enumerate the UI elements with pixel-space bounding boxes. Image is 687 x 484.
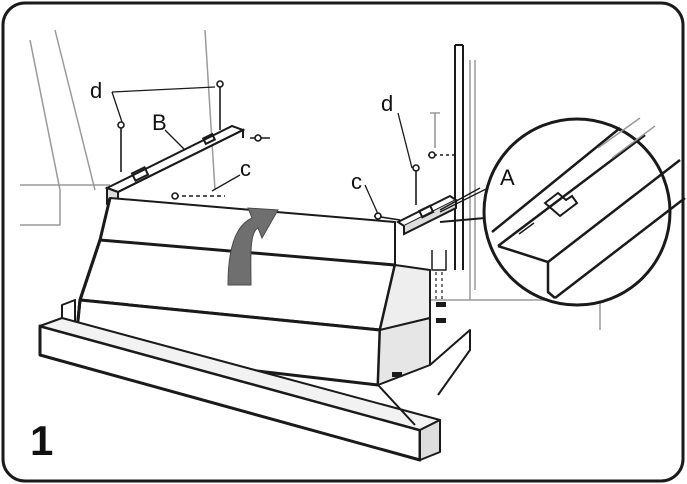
screws-d [117, 80, 440, 205]
bracket-a-closeup [491, 117, 686, 299]
cabinet-outline [20, 29, 601, 330]
curved-up-arrow-icon [227, 207, 279, 286]
label-a: A [500, 165, 515, 190]
step-number: 1 [30, 417, 54, 464]
cabinet-side-right [454, 44, 464, 270]
screws-c [171, 134, 454, 221]
hood-base-plate [38, 250, 471, 462]
label-c-left: c [240, 156, 251, 181]
bracket-a [396, 194, 458, 236]
leader-lines [111, 86, 493, 215]
label-b: B [152, 110, 167, 135]
detail-magnifier [439, 117, 686, 307]
label-d-right: d [381, 91, 394, 116]
label-c-right: c [351, 169, 362, 194]
label-d-left: d [90, 78, 103, 103]
